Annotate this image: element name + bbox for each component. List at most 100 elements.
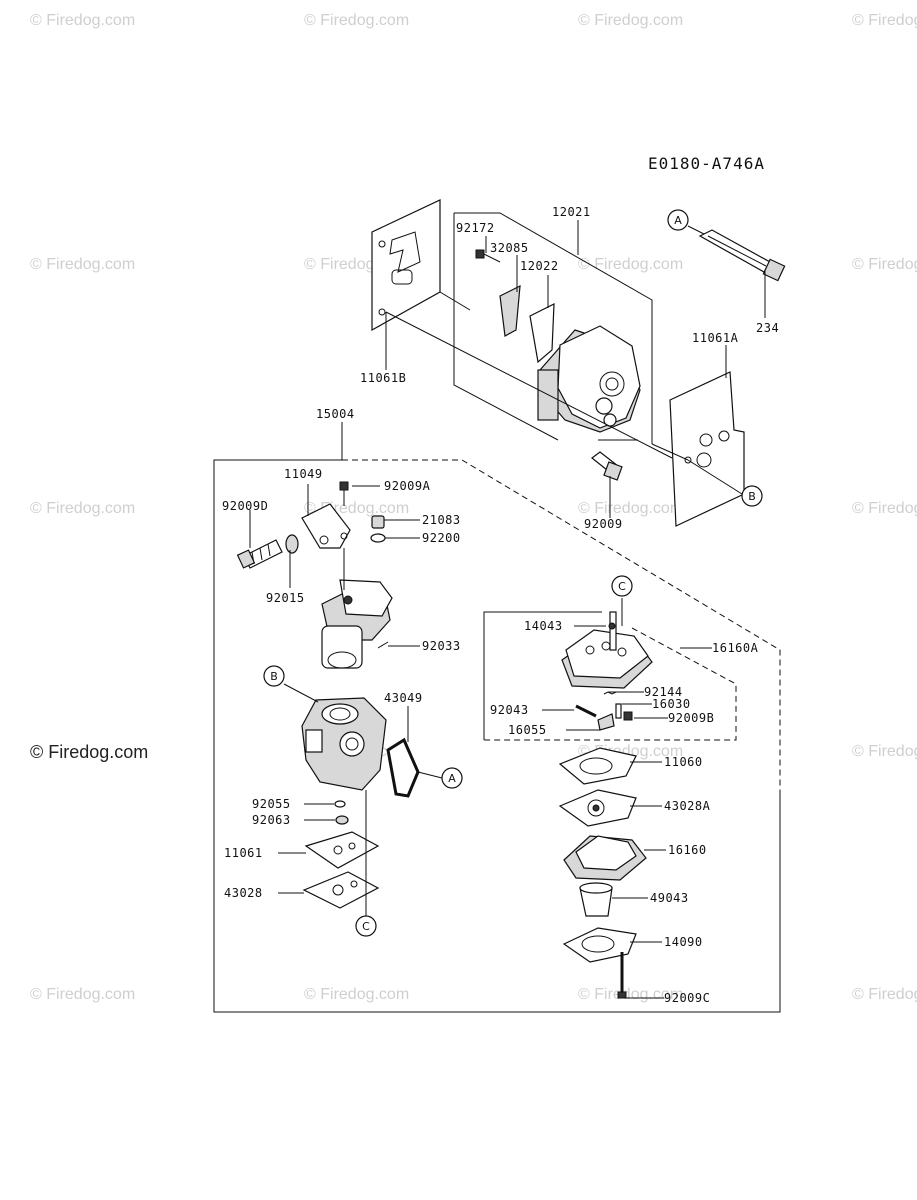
diagram-code: E0180-A746A (648, 154, 765, 173)
svg-text:B: B (748, 490, 756, 503)
pump-box-16160a (483, 611, 737, 741)
watermark: © Firedog.com (304, 986, 410, 1003)
label-92009a: 92009A (384, 479, 431, 493)
label-92172: 92172 (456, 221, 495, 235)
label-92009b: 92009B (668, 711, 714, 725)
leader-lines-upper (385, 220, 766, 518)
label-92063: 92063 (252, 813, 291, 827)
label-43028a: 43028A (664, 799, 711, 813)
watermark-main: © Firedog.com (30, 742, 149, 762)
watermark: © Firedog.com (304, 12, 410, 29)
label-43028: 43028 (224, 886, 263, 900)
label-92009c: 92009C (664, 991, 710, 1005)
lever-16055 (597, 713, 615, 731)
watermark: © Firedog.com (852, 256, 917, 273)
cup-49043 (579, 882, 613, 917)
label-43049: 43049 (384, 691, 423, 705)
pump-body (561, 611, 653, 689)
label-234: 234 (756, 321, 779, 335)
label-16030: 16030 (652, 697, 691, 711)
callout-c-bottom: C (355, 915, 377, 937)
label-49043: 49043 (650, 891, 689, 905)
label-92009: 92009 (584, 517, 623, 531)
label-92015: 92015 (266, 591, 305, 605)
watermark: © Firedog.com (30, 12, 136, 29)
bolt-234 (698, 229, 786, 282)
svg-text:B: B (270, 670, 278, 683)
label-32085: 32085 (490, 241, 529, 255)
clip-92033 (377, 641, 389, 649)
svg-text:A: A (674, 214, 682, 227)
label-11061: 11061 (224, 846, 263, 860)
label-11060: 11060 (664, 755, 703, 769)
throttle-body (321, 579, 393, 669)
callout-b-right: B (741, 485, 763, 507)
plate-11049 (301, 484, 351, 549)
diaphragm-43028a (558, 789, 637, 827)
svg-text:A: A (448, 772, 456, 785)
label-16055: 16055 (508, 723, 547, 737)
watermark: © Firedog.com (852, 743, 917, 760)
label-15004: 15004 (316, 407, 355, 421)
bolt-92009 (591, 451, 623, 481)
label-92043: 92043 (490, 703, 529, 717)
gasket-11060 (558, 747, 637, 785)
watermark: © Firedog.com (578, 986, 684, 1003)
assembly-box-15004 (213, 422, 781, 1013)
oring-43049 (386, 737, 420, 798)
screw-92172 (475, 249, 501, 263)
svg-text:C: C (618, 580, 626, 593)
carb-holder-12021 (537, 325, 641, 433)
pin-16030 (615, 703, 622, 719)
part-21083 (371, 515, 385, 529)
callout-b-left: B (263, 665, 285, 687)
screw-92009c (617, 952, 627, 999)
plate-14090 (562, 927, 637, 963)
spring-92015 (285, 534, 299, 588)
washer-92200 (370, 533, 386, 543)
plate-32085 (499, 284, 521, 337)
watermark: © Firedog.com (578, 500, 684, 517)
label-12022: 12022 (520, 259, 559, 273)
plate-12022 (529, 303, 555, 364)
holder-bracket-lines (453, 212, 653, 444)
leader-lines-right (542, 598, 668, 999)
callout-c-top: C (611, 575, 633, 597)
spring-92144 (603, 691, 617, 695)
diaphragm-43028 (302, 871, 380, 909)
cover-16160 (563, 835, 647, 881)
screw-92009b (623, 711, 633, 721)
watermark: © Firedog.com (578, 256, 684, 273)
screw-92009d (236, 539, 283, 569)
svg-text:C: C (362, 920, 370, 933)
gasket-11061 (304, 831, 380, 869)
ball-14043 (608, 622, 616, 630)
watermark: © Firedog.com (30, 500, 136, 517)
label-92055: 92055 (252, 797, 291, 811)
watermark: © Firedog.com (852, 986, 917, 1003)
callout-a-top: A (667, 209, 705, 235)
watermark: © Firedog.com (852, 500, 917, 517)
label-12021: 12021 (552, 205, 591, 219)
watermark: © Firedog.com (30, 256, 136, 273)
label-11061a: 11061A (692, 331, 739, 345)
washer-92055 (334, 800, 346, 808)
callout-a-bottom: A (441, 767, 463, 789)
gasket-11061b (371, 199, 441, 332)
screw-92009a (339, 481, 349, 506)
watermark: © Firedog.com (852, 12, 917, 29)
label-14090: 14090 (664, 935, 703, 949)
label-92200: 92200 (422, 531, 461, 545)
label-92144: 92144 (644, 685, 683, 699)
watermark: © Firedog.com (578, 12, 684, 29)
label-14043: 14043 (524, 619, 563, 633)
carb-body (301, 697, 387, 791)
label-92033: 92033 (422, 639, 461, 653)
label-16160a: 16160A (712, 641, 759, 655)
pin-92043 (575, 704, 597, 718)
label-11049: 11049 (284, 467, 323, 481)
label-21083: 21083 (422, 513, 461, 527)
label-92009d: 92009D (222, 499, 268, 513)
label-11061b: 11061B (360, 371, 406, 385)
